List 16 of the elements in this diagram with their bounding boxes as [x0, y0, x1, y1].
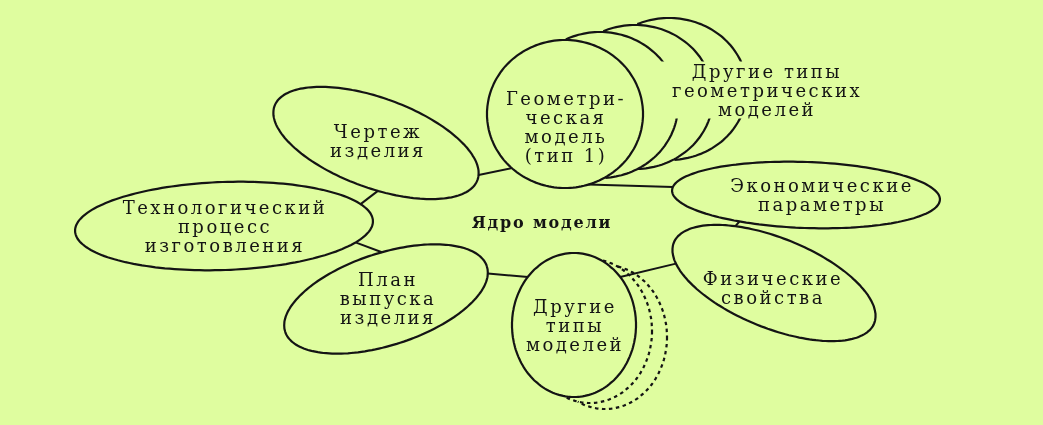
node-label: Физические свойства	[701, 269, 845, 307]
connector-line	[354, 241, 383, 254]
connector-line	[587, 183, 674, 188]
node-label: Экономические параметры	[729, 176, 915, 214]
node-label: План выпуска изделия	[338, 269, 438, 327]
connector-line	[486, 272, 529, 278]
center-label: Ядро модели	[471, 212, 613, 232]
connector-line	[734, 220, 741, 228]
stacked-ellipse	[510, 251, 669, 411]
node-label: Чертеж изделия	[329, 122, 427, 160]
connector-line	[619, 262, 677, 278]
connector-line	[359, 189, 379, 206]
node-label: Технологический процесс изготовления	[121, 197, 329, 255]
connector-line	[477, 167, 513, 177]
node-label: Геометри- ческая модель (тип 1)	[504, 89, 628, 165]
node-label: Другие типы моделей	[524, 296, 626, 354]
